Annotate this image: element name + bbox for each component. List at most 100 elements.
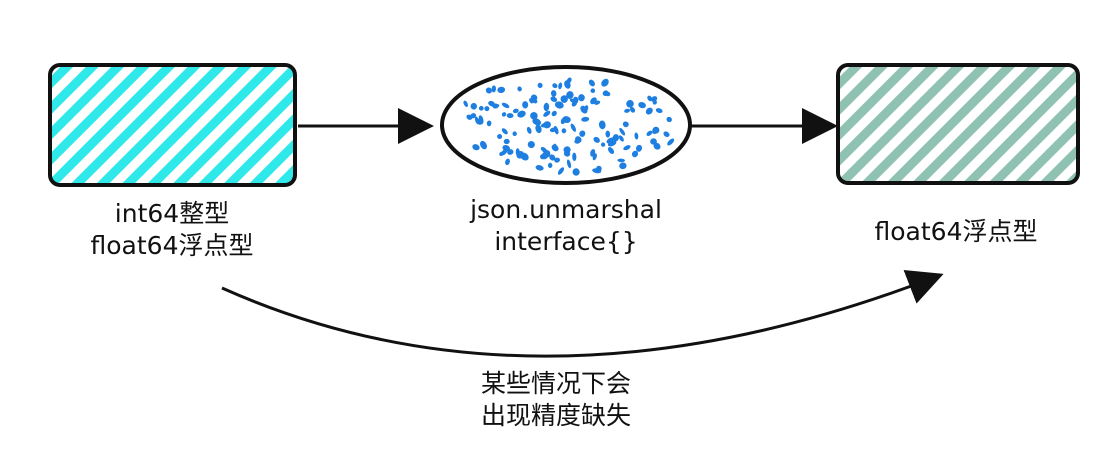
process-dot [512, 131, 517, 136]
process-dot [543, 102, 550, 112]
process-dot [499, 151, 505, 156]
process-dot [501, 102, 510, 109]
process-dot [506, 113, 514, 119]
process-dot [478, 105, 484, 111]
process-dot [607, 147, 615, 154]
process-dot [560, 95, 568, 103]
source-label-line-2: float64浮点型 [90, 231, 254, 260]
process-dot [547, 162, 553, 168]
process-dot [561, 128, 567, 134]
process-dot [463, 100, 468, 107]
process-dot [552, 83, 558, 89]
process-dot [516, 150, 524, 159]
process-dot [479, 140, 488, 150]
process-dot [491, 85, 497, 93]
process-dot [572, 152, 577, 161]
process-dot [551, 110, 557, 117]
source-box [48, 63, 297, 187]
process-dot [554, 157, 560, 163]
process-dot [646, 130, 653, 137]
process-dot [631, 150, 639, 158]
process-dot [554, 101, 564, 109]
process-dot [540, 122, 548, 128]
process-dot [667, 138, 675, 146]
process-dot [600, 142, 606, 147]
process-dot [517, 86, 522, 92]
process-dot [543, 110, 551, 117]
process-dot [505, 158, 510, 166]
process-dot [507, 149, 514, 155]
process-dot [497, 86, 506, 94]
arrow-curve-source-to-target [221, 270, 944, 358]
process-dot [651, 96, 658, 102]
process-dot [622, 121, 629, 128]
process-dot [623, 145, 631, 151]
process-dot [638, 102, 646, 109]
process-dot [598, 120, 606, 130]
process-dot [575, 136, 582, 143]
process-dot [605, 130, 611, 138]
process-dot [488, 100, 495, 107]
process-dot [653, 142, 661, 150]
process-dot [580, 105, 588, 114]
process-dot [572, 98, 579, 104]
process-dot [592, 153, 597, 161]
process-dot [549, 127, 557, 133]
process-dot [647, 95, 653, 102]
curve-note-line-1: 某些情况下会 [480, 369, 632, 398]
process-dot [476, 119, 483, 125]
process-dot [590, 97, 597, 105]
process-dot [624, 108, 631, 113]
process-dot [549, 154, 556, 161]
process-label: json.unmarshal interface{} [470, 194, 662, 258]
process-dot [579, 130, 586, 137]
process-dot [606, 137, 615, 144]
process-dot [612, 134, 620, 142]
process-dot [570, 123, 577, 132]
process-dot [566, 159, 572, 169]
process-label-line-1: json.unmarshal [470, 195, 662, 224]
process-dot [484, 106, 490, 112]
process-dot [503, 138, 510, 145]
process-dot [558, 82, 563, 90]
process-ellipse [440, 65, 692, 185]
target-label: float64浮点型 [875, 216, 1038, 248]
process-dot [535, 164, 544, 171]
process-dot [501, 112, 507, 117]
process-dot [566, 77, 572, 84]
process-dot [529, 98, 534, 104]
process-dot [486, 120, 492, 127]
process-dot [601, 78, 609, 87]
source-box-rect [48, 63, 297, 187]
process-ellipse-dots [463, 77, 675, 176]
target-label-line-1: float64浮点型 [874, 217, 1038, 246]
process-dot [581, 116, 590, 122]
process-dot [619, 162, 627, 170]
process-dot [537, 82, 543, 88]
process-dot [470, 103, 478, 110]
process-dot [466, 114, 473, 120]
target-box [836, 63, 1080, 185]
process-dot [501, 128, 508, 135]
process-dot [566, 91, 574, 99]
process-dot [535, 124, 542, 134]
process-dot [560, 117, 566, 125]
process-dot [563, 150, 571, 157]
process-dot [572, 168, 580, 176]
process-dot [663, 131, 670, 138]
process-dot [497, 134, 503, 139]
process-dot [617, 158, 625, 163]
process-dot [588, 79, 595, 87]
process-dot [607, 140, 617, 147]
process-dot [635, 144, 643, 152]
process-dot [592, 168, 602, 174]
process-dot [541, 152, 548, 160]
curve-note-label: 某些情况下会 出现精度缺失 [481, 368, 631, 432]
process-dot [629, 106, 636, 113]
process-dot [645, 107, 653, 115]
process-dot [526, 126, 532, 134]
process-dot [666, 116, 672, 123]
process-dot [485, 87, 492, 94]
process-dot [593, 136, 600, 143]
